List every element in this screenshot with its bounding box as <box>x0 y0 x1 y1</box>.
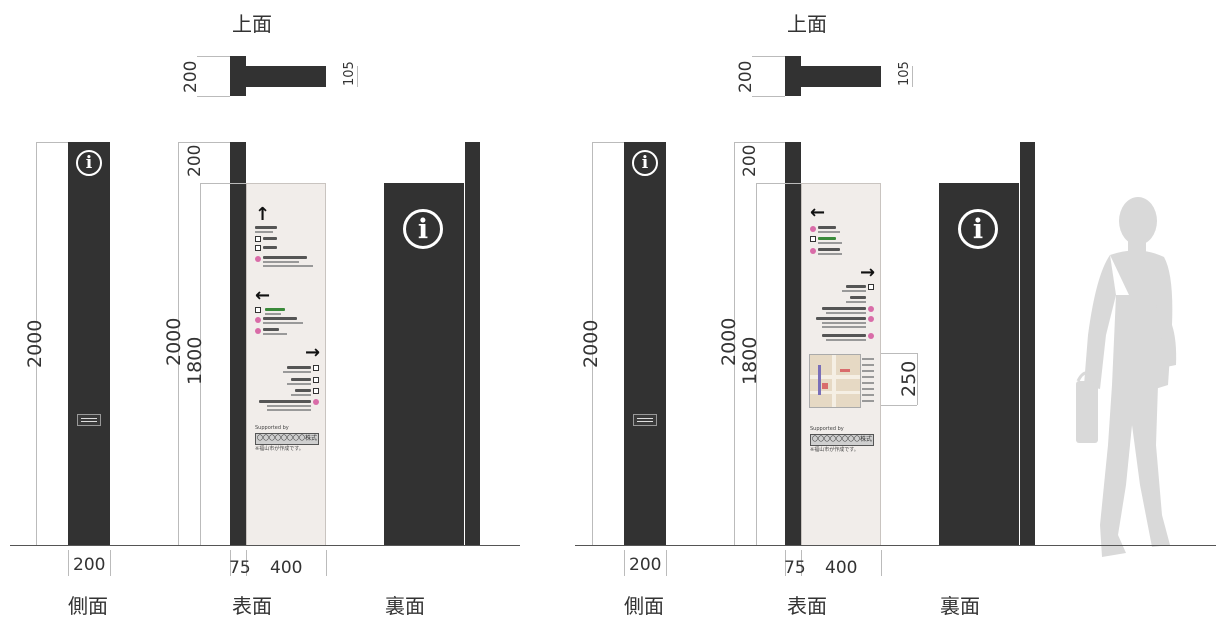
sponsor-note: ※福山市が作成です。 <box>810 447 859 453</box>
top-offset-dim: 200 <box>740 144 760 177</box>
arrow-up-icon: ↑ <box>255 204 271 225</box>
front-view-label: 表面 <box>232 594 272 618</box>
back-panel: i <box>384 183 464 546</box>
side-view-label: 側面 <box>624 594 664 618</box>
top-view-label: 上面 <box>232 12 272 36</box>
side-depth-dim: 200 <box>629 555 662 575</box>
ground-line <box>575 545 1216 546</box>
person-silhouette <box>1076 197 1177 557</box>
sponsor-label: Supported by <box>810 426 844 432</box>
side-view-label: 側面 <box>68 594 108 618</box>
side-view-post: i <box>624 142 666 546</box>
info-icon: i <box>958 209 998 249</box>
plan-panel-dim: 105 <box>342 61 357 86</box>
side-plate <box>77 414 101 426</box>
side-height-dim: 2000 <box>24 319 46 368</box>
top-offset-dim: 200 <box>185 144 205 177</box>
arrow-right-icon: → <box>860 262 876 283</box>
arrow-right-icon: → <box>305 342 321 363</box>
sponsor-label: Supported by <box>255 425 289 431</box>
ground-line <box>10 545 520 546</box>
arrow-left-icon: ← <box>255 285 271 306</box>
back-view-label: 裏面 <box>940 594 980 618</box>
back-post <box>465 142 480 546</box>
front-post <box>230 142 246 546</box>
info-icon: i <box>632 150 658 176</box>
side-plate <box>633 414 657 426</box>
plan-depth-dim: 200 <box>181 60 201 93</box>
top-view-post <box>230 56 246 96</box>
panel-width-dim: 400 <box>270 558 303 578</box>
top-view-panel <box>801 66 881 87</box>
post-width-dim: 75 <box>784 558 806 578</box>
plan-panel-dim: 105 <box>897 61 912 86</box>
post-width-dim: 75 <box>229 558 251 578</box>
back-panel: i <box>939 183 1019 546</box>
back-post <box>1020 142 1035 546</box>
info-icon: i <box>403 209 443 249</box>
side-depth-dim: 200 <box>73 555 106 575</box>
top-view-panel <box>246 66 326 87</box>
back-view-label: 裏面 <box>385 594 425 618</box>
plan-depth-dim: 200 <box>736 60 756 93</box>
top-view-label: 上面 <box>787 12 827 36</box>
front-post <box>785 142 801 546</box>
sponsor-name: 〇〇〇〇〇〇〇〇株式会社 <box>255 433 319 445</box>
front-height-dim: 2000 <box>163 317 185 366</box>
front-panel: ↑ ← → Supported by 〇〇〇〇〇〇〇〇株式会社 ※福山市が作成で… <box>246 183 326 546</box>
sponsor-name: 〇〇〇〇〇〇〇〇株式会社 <box>810 434 874 446</box>
side-height-dim: 2000 <box>580 319 602 368</box>
front-panel: ← → Supported b <box>801 183 881 546</box>
front-height-dim: 2000 <box>718 317 740 366</box>
area-map <box>809 354 861 408</box>
info-icon: i <box>76 150 102 176</box>
panel-height-dim: 1800 <box>739 336 761 385</box>
panel-height-dim: 1800 <box>184 336 206 385</box>
sponsor-note: ※福山市が作成です。 <box>255 446 304 452</box>
side-view-post: i <box>68 142 110 546</box>
top-view-post <box>785 56 801 96</box>
map-height-dim: 250 <box>898 360 920 397</box>
panel-width-dim: 400 <box>825 558 858 578</box>
arrow-left-icon: ← <box>810 202 826 223</box>
front-view-label: 表面 <box>787 594 827 618</box>
